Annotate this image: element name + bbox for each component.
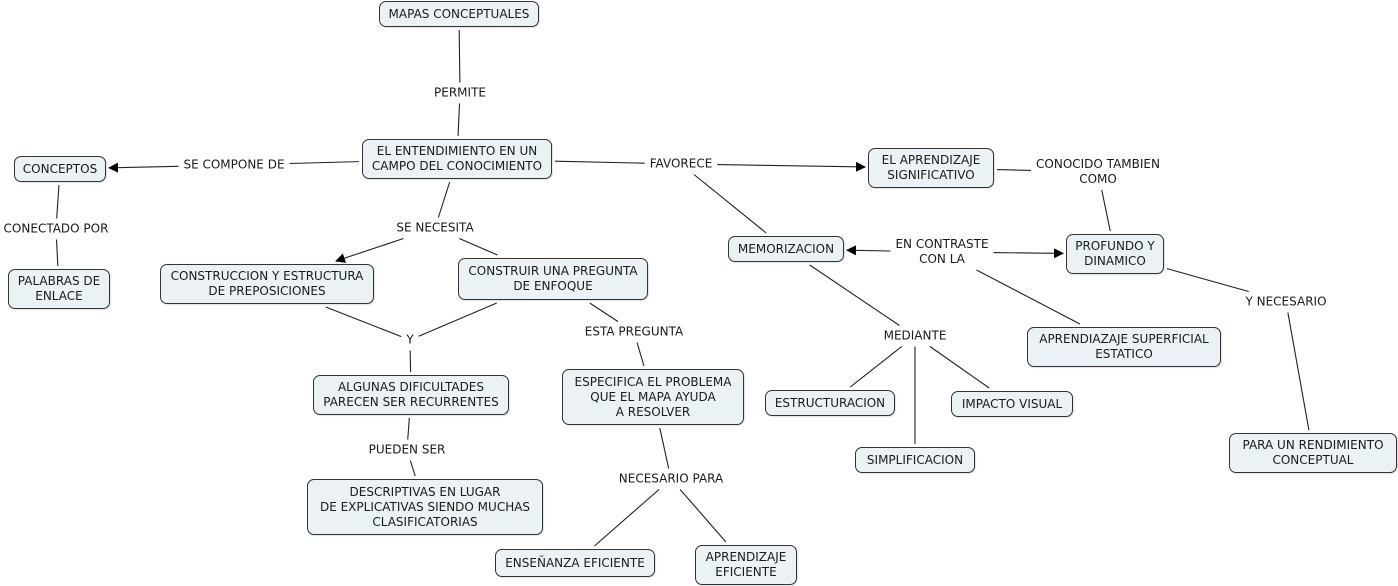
linking-phrase-necesario-para[interactable]: NECESARIO PARA xyxy=(616,471,726,487)
linking-phrase-permite[interactable]: PERMITE xyxy=(432,85,488,101)
linking-phrase-label: CONOCIDO TAMBIEN COMO xyxy=(1036,157,1160,186)
connection-pregunta-to-esta_pregunta xyxy=(589,302,619,322)
linking-phrase-label: PERMITE xyxy=(434,85,486,100)
connection-pregunta-to-y xyxy=(418,302,497,337)
connection-permite-to-entendimiento xyxy=(457,103,461,137)
linking-phrase-esta-pregunta[interactable]: ESTA PREGUNTA xyxy=(582,324,686,340)
connection-y_necesario-to-rendimiento xyxy=(1287,312,1310,431)
connection-mediante-to-impacto xyxy=(929,346,990,389)
linking-phrase-label: Y xyxy=(406,332,414,347)
concept-label: IMPACTO VISUAL xyxy=(961,396,1063,411)
concept-node-estructuracion[interactable]: ESTRUCTURACION xyxy=(765,390,895,416)
connection-favorece-to-significativo xyxy=(717,161,866,172)
concept-node-ensenanza-eficiente[interactable]: ENSEÑANZA EFICIENTE xyxy=(495,549,655,577)
concept-node-rendimiento-conceptual[interactable]: PARA UN RENDIMIENTO CONCEPTUAL xyxy=(1229,433,1397,473)
concept-node-aprendizaje-superficial[interactable]: APRENDIAZAJE SUPERFICIAL ESTATICO xyxy=(1027,327,1221,367)
concept-label: APRENDIZAJE EFICIENTE xyxy=(705,550,787,579)
concept-node-dificultades[interactable]: ALGUNAS DIFICULTADES PARECEN SER RECURRE… xyxy=(313,375,509,415)
connection-construccion-to-y xyxy=(325,306,402,338)
connection-mapas-to-permite xyxy=(458,29,461,83)
connection-contraste-to-superficial xyxy=(976,269,1081,325)
concept-label: APRENDIAZAJE SUPERFICIAL ESTATICO xyxy=(1039,332,1209,361)
linking-phrase-en-contraste-con-la[interactable]: EN CONTRASTE CON LA xyxy=(893,237,991,267)
concept-label: ENSEÑANZA EFICIENTE xyxy=(505,555,645,570)
linking-phrase-label: PUEDEN SER xyxy=(368,442,446,457)
linking-phrase-y-necesario[interactable]: Y NECESARIO xyxy=(1243,294,1329,310)
connection-especifica-to-necesario_para xyxy=(659,427,670,469)
connection-entendimiento-to-se_necesita xyxy=(437,181,451,218)
linking-phrase-mediante[interactable]: MEDIANTE xyxy=(881,328,949,344)
concept-label: CONCEPTOS xyxy=(22,161,98,176)
linking-phrase-conocido-tambien-como[interactable]: CONOCIDO TAMBIEN COMO xyxy=(1034,157,1162,187)
concept-label: PALABRAS DE ENLACE xyxy=(17,274,101,303)
concept-label: ESTRUCTURACION xyxy=(774,395,886,410)
concept-node-construir-pregunta[interactable]: CONSTRUIR UNA PREGUNTA DE ENFOQUE xyxy=(458,258,648,300)
concept-node-especifica-problema[interactable]: ESPECIFICA EL PROBLEMA QUE EL MAPA AYUDA… xyxy=(562,369,744,425)
connection-necesario_para-to-aprendizaje_ef xyxy=(679,489,727,543)
linking-phrase-label: SE NECESITA xyxy=(396,220,474,235)
connection-profundo-to-y_necesario xyxy=(1166,268,1249,293)
connection-entendimiento-to-favorece xyxy=(554,160,645,164)
connection-se_compone-to-conceptos xyxy=(108,162,179,173)
concept-node-aprendizaje-significativo[interactable]: EL APRENDIZAJE SIGNIFICATIVO xyxy=(868,148,994,188)
connection-contraste-to-memorizacion xyxy=(846,245,891,256)
connection-necesario_para-to-ensenanza xyxy=(594,489,660,547)
linking-phrase-label: ESTA PREGUNTA xyxy=(584,324,684,339)
linking-phrase-label: MEDIANTE xyxy=(883,328,947,343)
connection-contraste-to-profundo xyxy=(993,248,1064,259)
connection-mediante-to-estructuracion xyxy=(849,346,903,388)
concept-label: ESPECIFICA EL PROBLEMA QUE EL MAPA AYUDA… xyxy=(574,374,732,419)
concept-label: CONSTRUIR UNA PREGUNTA DE ENFOQUE xyxy=(468,264,638,293)
concept-label: PARA UN RENDIMIENTO CONCEPTUAL xyxy=(1242,438,1384,467)
connection-esta_pregunta-to-especifica xyxy=(636,342,645,367)
concept-node-profundo-dinamico[interactable]: PROFUNDO Y DINAMICO xyxy=(1066,234,1164,274)
concept-label: PROFUNDO Y DINAMICO xyxy=(1075,239,1155,268)
linking-phrase-y[interactable]: Y xyxy=(404,332,416,348)
concept-node-impacto-visual[interactable]: IMPACTO VISUAL xyxy=(951,391,1073,417)
linking-phrase-pueden-ser[interactable]: PUEDEN SER xyxy=(366,442,448,458)
linking-phrase-label: NECESARIO PARA xyxy=(618,471,724,486)
concept-node-conceptos[interactable]: CONCEPTOS xyxy=(14,156,106,182)
linking-phrase-label: EN CONTRASTE CON LA xyxy=(895,237,989,266)
connection-entendimiento-to-se_compone xyxy=(289,161,360,165)
connection-dificultades-to-pueden_ser xyxy=(407,417,410,440)
linking-phrase-se-compone-de[interactable]: SE COMPONE DE xyxy=(181,157,287,173)
connection-se_necesita-to-pregunta xyxy=(459,237,498,256)
concept-node-construccion[interactable]: CONSTRUCCION Y ESTRUCTURA DE PREPOSICION… xyxy=(160,264,374,304)
concept-label: MAPAS CONCEPTUALES xyxy=(388,6,530,21)
concept-label: MEMORIZACION xyxy=(737,241,835,256)
connection-memorizacion-to-mediante xyxy=(809,264,900,326)
concept-node-memorizacion[interactable]: MEMORIZACION xyxy=(728,236,844,262)
connection-significativo-to-conocido xyxy=(996,169,1032,171)
concept-node-entendimiento[interactable]: EL ENTENDIMIENTO EN UN CAMPO DEL CONOCIM… xyxy=(362,139,552,179)
connection-favorece-to-memorizacion xyxy=(693,174,767,234)
connection-conceptos-to-conectado xyxy=(56,184,60,219)
linking-phrase-se-necesita[interactable]: SE NECESITA xyxy=(394,220,476,236)
linking-phrase-label: SE COMPONE DE xyxy=(183,157,285,172)
linking-phrase-favorece[interactable]: FAVORECE xyxy=(647,156,715,172)
linking-phrase-label: Y NECESARIO xyxy=(1245,294,1327,309)
concept-node-aprendizaje-eficiente[interactable]: APRENDIZAJE EFICIENTE xyxy=(695,545,797,585)
linking-phrase-conectado-por[interactable]: CONECTADO POR xyxy=(1,221,111,237)
connection-conocido-to-profundo xyxy=(1101,189,1111,232)
concept-label: EL ENTENDIMIENTO EN UN CAMPO DEL CONOCIM… xyxy=(371,144,543,173)
concept-label: DESCRIPTIVAS EN LUGAR DE EXPLICATIVAS SI… xyxy=(319,484,531,529)
connection-conectado-to-palabras xyxy=(55,239,59,267)
connection-se_necesita-to-construccion xyxy=(335,237,404,263)
concept-node-palabras-de-enlace[interactable]: PALABRAS DE ENLACE xyxy=(8,269,110,309)
concept-label: CONSTRUCCION Y ESTRUCTURA DE PREPOSICION… xyxy=(170,269,364,298)
concept-node-simplificacion[interactable]: SIMPLIFICACION xyxy=(855,447,975,473)
linking-phrase-label: FAVORECE xyxy=(649,156,713,171)
connection-pueden_ser-to-descriptivas xyxy=(409,460,416,477)
concept-label: ALGUNAS DIFICULTADES PARECEN SER RECURRE… xyxy=(323,380,499,409)
concept-node-mapas-conceptuales[interactable]: MAPAS CONCEPTUALES xyxy=(379,1,539,27)
concept-label: EL APRENDIZAJE SIGNIFICATIVO xyxy=(881,153,981,182)
concept-label: SIMPLIFICACION xyxy=(866,452,964,467)
linking-phrase-label: CONECTADO POR xyxy=(3,221,109,236)
concept-node-descriptivas[interactable]: DESCRIPTIVAS EN LUGAR DE EXPLICATIVAS SI… xyxy=(307,479,543,535)
